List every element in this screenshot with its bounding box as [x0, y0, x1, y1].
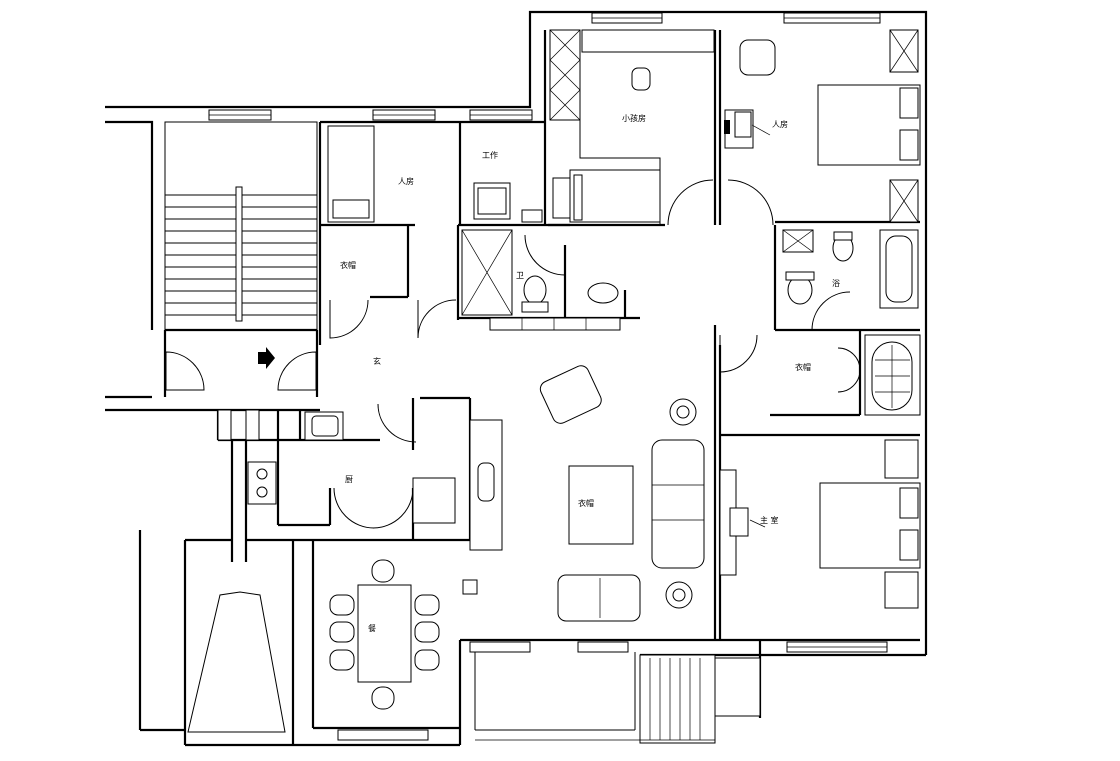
- label-bedroom-ne: 人房: [772, 119, 788, 129]
- interior-walls: [185, 30, 920, 640]
- label-closet-left: 衣帽: [340, 260, 356, 270]
- north-furniture: [549, 29, 921, 225]
- label-master: 主 室: [760, 515, 779, 525]
- stairwell: [163, 121, 319, 397]
- label-bedroom-mid: 人房: [398, 176, 414, 186]
- label-children-room: 小孩房: [622, 113, 646, 123]
- label-kitchen: 厨: [345, 475, 353, 484]
- kitchen-fixtures: [217, 409, 344, 505]
- label-bath-small: 卫: [516, 271, 524, 280]
- room-labels: 小孩房 人房 人房 工作 衣帽 卫 玄 厨 衣帽 餐 浴 衣帽 主 室: [340, 113, 840, 633]
- bathroom-fixtures: [461, 229, 921, 416]
- label-study: 工作: [482, 150, 498, 160]
- living-furniture: [412, 365, 766, 622]
- outer-walls: [105, 10, 928, 747]
- west-furniture: [327, 125, 543, 223]
- label-foyer: 玄: [373, 356, 381, 366]
- label-living: 衣帽: [578, 498, 594, 508]
- doors: [329, 179, 861, 529]
- label-master-bath: 浴: [832, 278, 840, 288]
- dining-furniture: [329, 559, 440, 710]
- windows: [208, 12, 888, 741]
- label-dining: 餐: [368, 624, 376, 633]
- master-furniture: [819, 439, 921, 609]
- label-walk-in: 衣帽: [795, 362, 811, 372]
- south-west: [187, 579, 761, 744]
